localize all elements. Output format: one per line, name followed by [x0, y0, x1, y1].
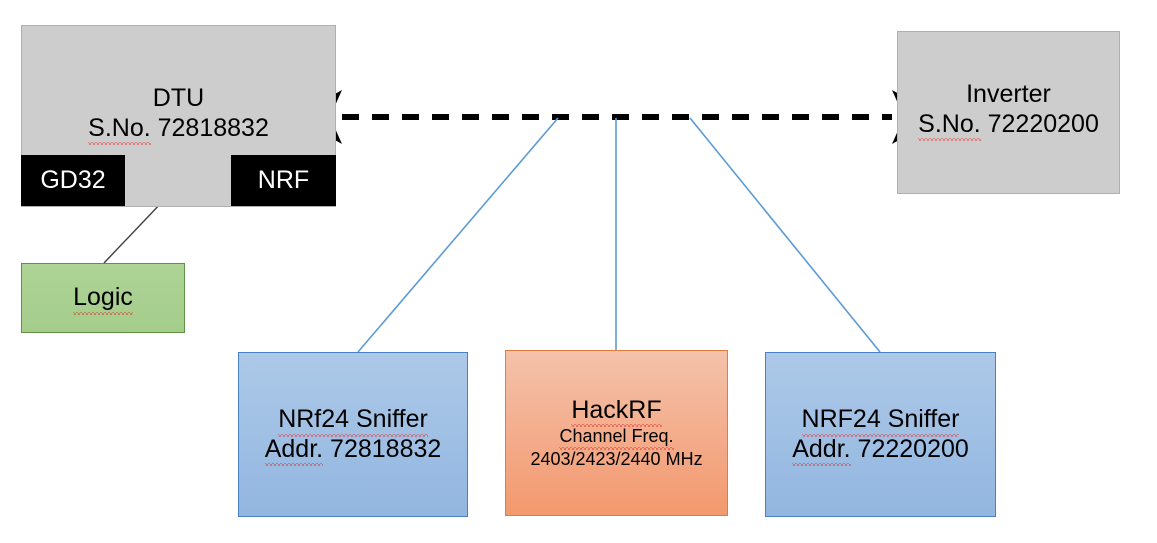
dtu-serial-label: S.No.: [88, 113, 151, 145]
hackrf-channel-freq-label: Channel Freq.: [559, 426, 674, 450]
sniffer-left-addr-value: 72818832: [330, 434, 442, 463]
logic-label: Logic: [73, 283, 133, 315]
nrf24-sniffer-right-block[interactable]: NRF24 Sniffer Addr. 72220200: [765, 352, 996, 517]
sniffer-right-tap-line: [689, 117, 881, 353]
sniffer-right-addr-label: Addr.: [792, 434, 851, 466]
sniffer-right-addr-value: 72220200: [857, 434, 969, 463]
nrf24-sniffer-left-block[interactable]: NRf24 Sniffer Addr. 72818832: [238, 352, 468, 517]
sniffer-left-addr-label: Addr.: [264, 434, 324, 466]
nrf-chip-block[interactable]: NRF: [231, 155, 336, 206]
sniffer-right-addr-line: Addr. 72220200: [792, 434, 969, 466]
gd32-chip-block[interactable]: GD32: [21, 155, 125, 206]
sniffer-left-tap-line: [357, 117, 559, 353]
inverter-title: Inverter: [966, 80, 1051, 108]
nrf-label: NRF: [257, 165, 310, 194]
hackrf-channel-freq-value: 2403/2423/2440 MHz: [530, 448, 703, 469]
inverter-block[interactable]: Inverter S.No. 72220200: [897, 31, 1120, 194]
sniffer-right-title: NRF24 Sniffer: [801, 405, 960, 436]
hackrf-title: HackRF: [571, 395, 662, 427]
inverter-serial-line: S.No. 72220200: [918, 109, 1099, 141]
logic-analyzer-block[interactable]: Logic: [21, 263, 185, 333]
dtu-title: DTU: [152, 84, 205, 112]
inverter-serial-label: S.No.: [918, 109, 981, 141]
dtu-serial-value: 72818832: [157, 113, 269, 142]
hackrf-block[interactable]: HackRF Channel Freq. 2403/2423/2440 MHz: [505, 350, 728, 516]
gd32-label: GD32: [40, 165, 106, 194]
inverter-serial-value: 72220200: [987, 109, 1099, 138]
sniffer-left-title: NRf24 Sniffer: [278, 405, 428, 436]
dtu-serial-line: S.No. 72818832: [88, 113, 269, 145]
sniffer-left-addr-line: Addr. 72818832: [264, 434, 442, 466]
